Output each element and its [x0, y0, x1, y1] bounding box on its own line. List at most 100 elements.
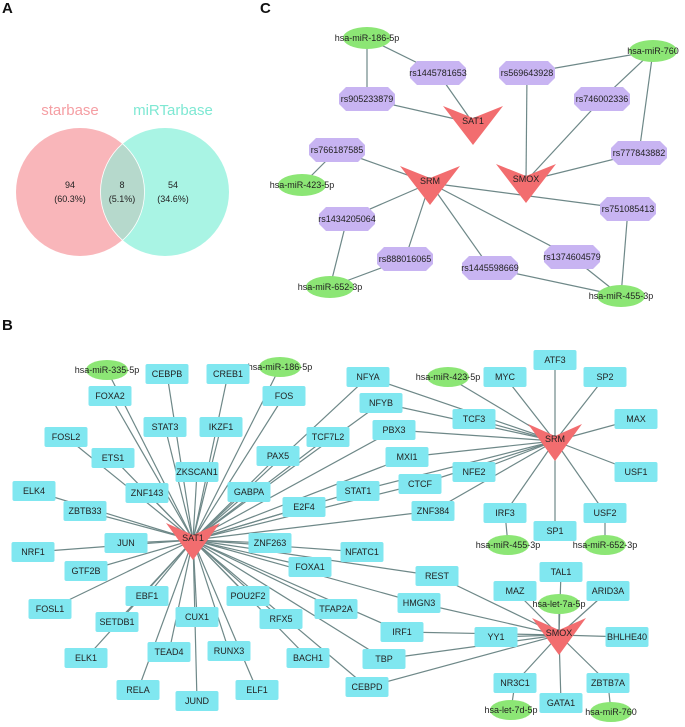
node-tf-elk1[interactable]: ELK1: [64, 648, 108, 668]
node-tf-stat3[interactable]: STAT3: [143, 417, 187, 437]
node-tf-nfatc1[interactable]: NFATC1: [340, 542, 384, 562]
node-tf-tfap2a[interactable]: TFAP2A: [314, 599, 358, 619]
node-tf-jund[interactable]: JUND: [175, 691, 219, 711]
node-tf-bach1[interactable]: BACH1: [286, 648, 330, 668]
node-mirna-hsa-mir-423-5p[interactable]: hsa-miR-423-5p: [270, 174, 335, 196]
node-tf-rfx5[interactable]: RFX5: [259, 609, 303, 629]
node-tf-znf143[interactable]: ZNF143: [125, 483, 169, 503]
node-label: IRF3: [495, 508, 515, 518]
node-mirna-hsa-mir-652-3p[interactable]: hsa-miR-652-3p: [298, 276, 363, 298]
node-tf-hmgn3[interactable]: HMGN3: [397, 593, 441, 613]
node-gene-srm[interactable]: SRM: [400, 166, 460, 205]
node-mirna-hsa-let-7a-5p[interactable]: hsa-let-7a-5p: [532, 594, 586, 614]
node-mirna-hsa-mir-186-5p[interactable]: hsa-miR-186-5p: [248, 357, 313, 377]
node-tf-tcf3[interactable]: TCF3: [452, 409, 496, 429]
node-tf-cux1[interactable]: CUX1: [175, 607, 219, 627]
node-mirna-hsa-mir-186-5p[interactable]: hsa-miR-186-5p: [335, 27, 400, 49]
node-tf-ctcf[interactable]: CTCF: [398, 474, 442, 494]
node-tf-runx3[interactable]: RUNX3: [207, 641, 251, 661]
node-tf-fosl1[interactable]: FOSL1: [28, 599, 72, 619]
node-tf-znf263[interactable]: ZNF263: [248, 533, 292, 553]
node-snp-rs1445598669[interactable]: rs1445598669: [461, 256, 519, 280]
node-tf-irf3[interactable]: IRF3: [483, 503, 527, 523]
node-gene-smox[interactable]: SMOX: [532, 618, 586, 655]
node-tf-gabpa[interactable]: GABPA: [227, 482, 271, 502]
node-tf-znf384[interactable]: ZNF384: [411, 501, 455, 521]
node-snp-rs1374604579[interactable]: rs1374604579: [543, 245, 601, 269]
node-tf-rela[interactable]: RELA: [116, 680, 160, 700]
node-tf-usf2[interactable]: USF2: [583, 503, 627, 523]
node-snp-rs569643928[interactable]: rs569643928: [499, 61, 555, 85]
node-label: NR3C1: [500, 678, 530, 688]
node-tf-ikzf1[interactable]: IKZF1: [199, 417, 243, 437]
node-tf-pou2f2[interactable]: POU2F2: [226, 586, 270, 606]
node-tf-nfyb[interactable]: NFYB: [359, 393, 403, 413]
node-snp-rs766187585[interactable]: rs766187585: [309, 138, 365, 162]
node-tf-creb1[interactable]: CREB1: [206, 364, 250, 384]
node-tf-usf1[interactable]: USF1: [614, 462, 658, 482]
node-tf-nfe2[interactable]: NFE2: [452, 462, 496, 482]
node-tf-nrf1[interactable]: NRF1: [11, 542, 55, 562]
node-snp-rs777843882[interactable]: rs777843882: [611, 141, 667, 165]
node-tf-irf1[interactable]: IRF1: [380, 622, 424, 642]
node-mirna-hsa-mir-652-3p[interactable]: hsa-miR-652-3p: [573, 535, 638, 555]
node-tf-max[interactable]: MAX: [614, 409, 658, 429]
node-tf-setdb1[interactable]: SETDB1: [95, 612, 139, 632]
node-mirna-hsa-mir-760[interactable]: hsa-miR-760: [585, 702, 637, 722]
node-tf-nfya[interactable]: NFYA: [346, 367, 390, 387]
node-tf-fosl2[interactable]: FOSL2: [44, 427, 88, 447]
node-mirna-hsa-mir-455-3p[interactable]: hsa-miR-455-3p: [589, 285, 654, 307]
node-tf-foxa2[interactable]: FOXA2: [88, 386, 132, 406]
node-tf-rest[interactable]: REST: [415, 566, 459, 586]
node-tf-ebf1[interactable]: EBF1: [125, 586, 169, 606]
node-tf-ets1[interactable]: ETS1: [91, 448, 135, 468]
node-tf-elf1[interactable]: ELF1: [235, 680, 279, 700]
node-snp-rs751085413[interactable]: rs751085413: [600, 197, 656, 221]
node-snp-rs1445781653[interactable]: rs1445781653: [409, 61, 467, 85]
node-gene-smox[interactable]: SMOX: [496, 164, 556, 203]
node-mirna-hsa-let-7d-5p[interactable]: hsa-let-7d-5p: [484, 700, 538, 720]
node-mirna-hsa-mir-760[interactable]: hsa-miR-760: [627, 40, 679, 62]
node-gene-sat1[interactable]: SAT1: [443, 106, 503, 145]
node-tf-nr3c1[interactable]: NR3C1: [493, 673, 537, 693]
node-gene-srm[interactable]: SRM: [528, 424, 582, 461]
node-snp-rs1434205064[interactable]: rs1434205064: [318, 207, 376, 231]
node-mirna-hsa-mir-455-3p[interactable]: hsa-miR-455-3p: [476, 535, 541, 555]
node-tf-arid3a[interactable]: ARID3A: [586, 581, 630, 601]
node-snp-rs746002336[interactable]: rs746002336: [574, 87, 630, 111]
node-tf-tbp[interactable]: TBP: [362, 649, 406, 669]
node-tf-stat1[interactable]: STAT1: [336, 481, 380, 501]
node-tf-fos[interactable]: FOS: [262, 386, 306, 406]
node-snp-rs905233879[interactable]: rs905233879: [339, 87, 395, 111]
node-tf-maz[interactable]: MAZ: [493, 581, 537, 601]
node-tf-yy1[interactable]: YY1: [474, 627, 518, 647]
node-mirna-hsa-mir-423-5p[interactable]: hsa-miR-423-5p: [416, 367, 481, 387]
node-tf-cebpd[interactable]: CEBPD: [345, 677, 389, 697]
node-mirna-hsa-mir-335-5p[interactable]: hsa-miR-335-5p: [75, 360, 140, 380]
node-tf-e2f4[interactable]: E2F4: [282, 497, 326, 517]
node-tf-tal1[interactable]: TAL1: [539, 562, 583, 582]
node-tf-gata1[interactable]: GATA1: [539, 693, 583, 713]
node-tf-mxi1[interactable]: MXI1: [385, 447, 429, 467]
node-tf-myc[interactable]: MYC: [483, 367, 527, 387]
node-tf-jun[interactable]: JUN: [104, 533, 148, 553]
node-tf-sp2[interactable]: SP2: [583, 367, 627, 387]
node-gene-sat1[interactable]: SAT1: [166, 523, 220, 560]
node-tf-foxa1[interactable]: FOXA1: [288, 557, 332, 577]
tf-box-shape: [259, 609, 303, 629]
node-tf-pbx3[interactable]: PBX3: [372, 420, 416, 440]
node-tf-elk4[interactable]: ELK4: [12, 481, 56, 501]
node-tf-zbtb33[interactable]: ZBTB33: [63, 501, 107, 521]
node-tf-tead4[interactable]: TEAD4: [147, 642, 191, 662]
node-tf-zbtb7a[interactable]: ZBTB7A: [586, 673, 630, 693]
node-tf-cebpb[interactable]: CEBPB: [145, 364, 189, 384]
node-tf-bhlhe40[interactable]: BHLHE40: [605, 627, 649, 647]
node-tf-gtf2b[interactable]: GTF2B: [64, 561, 108, 581]
node-tf-tcf7l2[interactable]: TCF7L2: [306, 427, 350, 447]
node-tf-atf3[interactable]: ATF3: [533, 350, 577, 370]
node-tf-zkscan1[interactable]: ZKSCAN1: [175, 462, 219, 482]
node-tf-sp1[interactable]: SP1: [533, 521, 577, 541]
edge-sat1-foxa2: [109, 395, 194, 541]
node-tf-pax5[interactable]: PAX5: [256, 446, 300, 466]
node-snp-rs888016065[interactable]: rs888016065: [377, 247, 433, 271]
